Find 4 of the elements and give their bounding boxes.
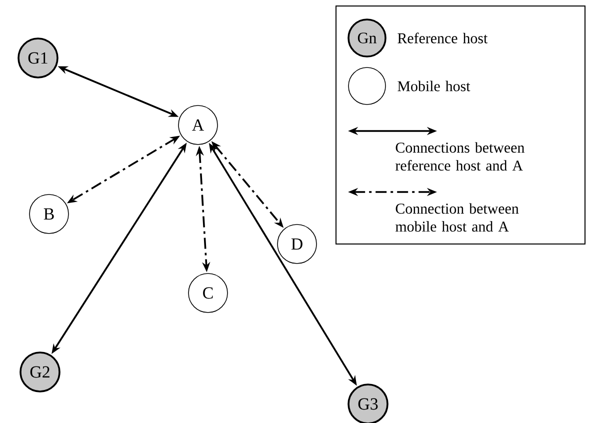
legend-text: Mobile host [398,80,470,92]
legend-text: Reference host [398,32,488,44]
legend-text: Connection between mobile host and A [396,203,519,232]
legend-text: Connections between reference host and A [396,142,524,171]
